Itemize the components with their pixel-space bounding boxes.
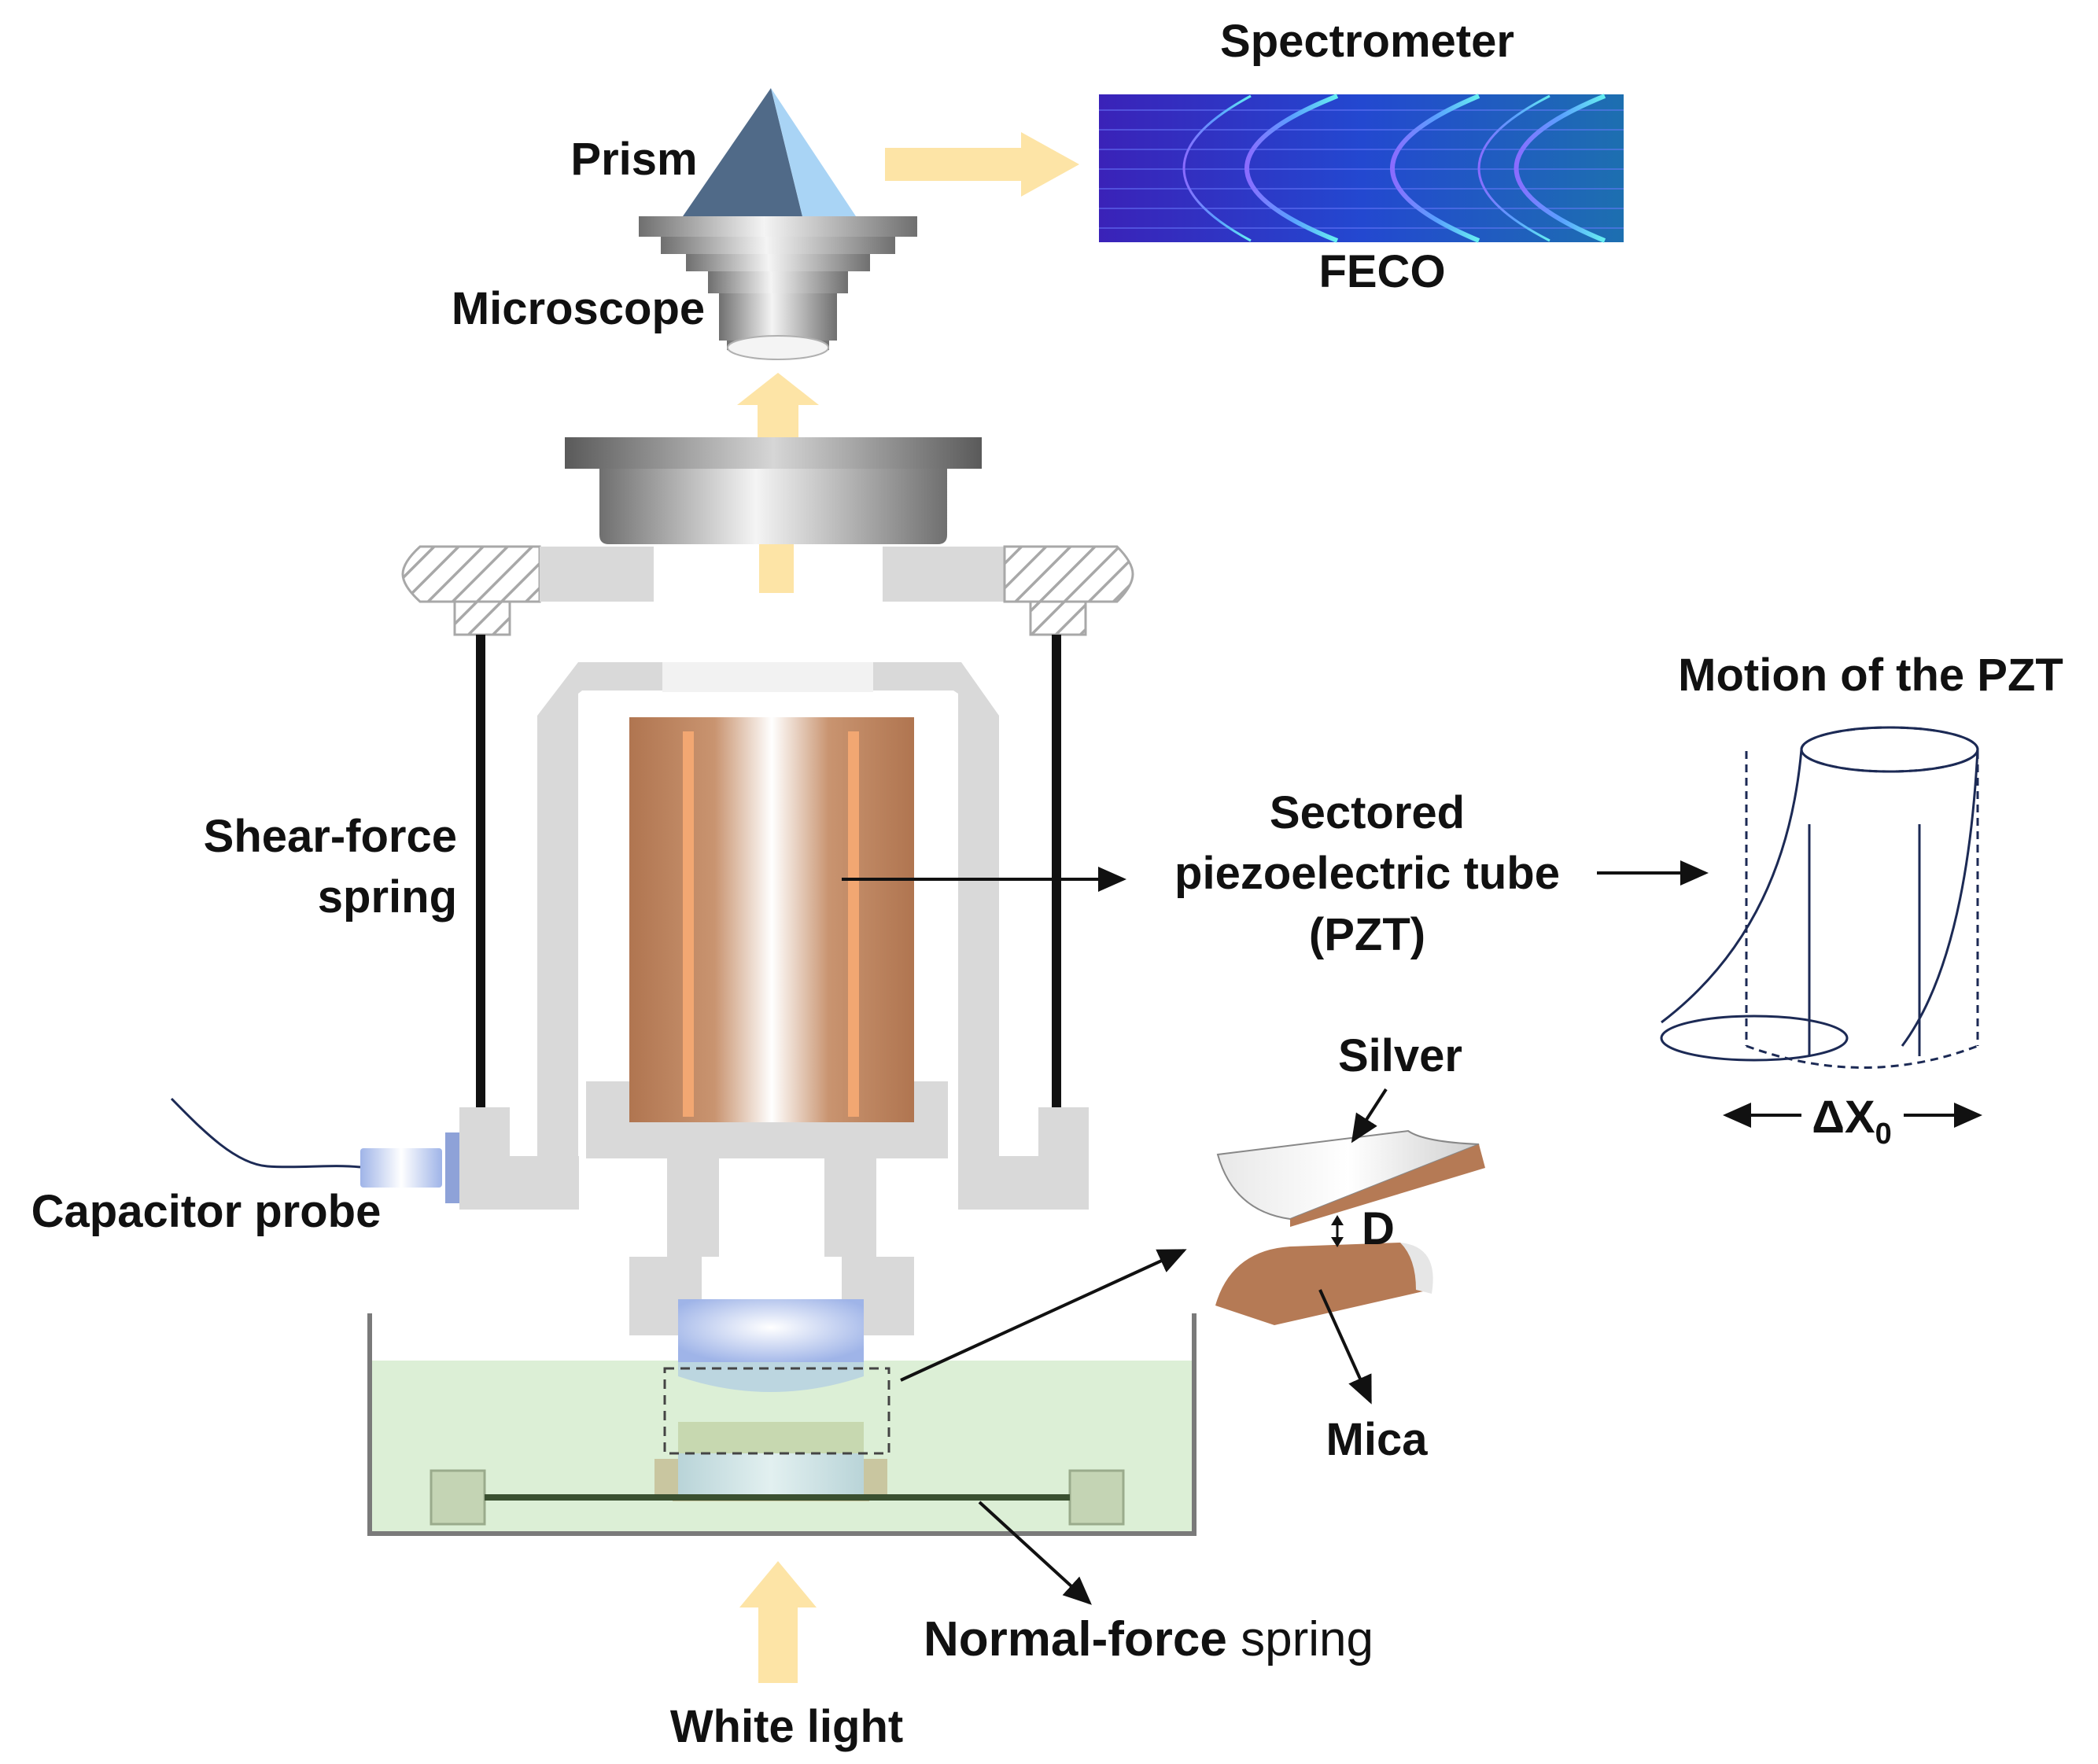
light-arrow-up-upper [737, 373, 819, 437]
microscope [639, 216, 917, 360]
shear-force-spring-right [1052, 635, 1061, 1110]
label-capacitor-probe: Capacitor probe [31, 1186, 382, 1237]
spectrometer-image [1099, 94, 1624, 243]
upper-lens [678, 1299, 864, 1392]
prism [683, 88, 856, 216]
label-gap-d: D [1362, 1203, 1395, 1254]
label-microscope: Microscope [452, 283, 705, 334]
normal-force-spring [430, 1469, 1125, 1526]
label-motion-of-pzt: Motion of the PZT [1678, 650, 2063, 701]
silver-mica-inset [1215, 1129, 1485, 1325]
light-arrow-shaft [759, 544, 794, 593]
label-mica: Mica [1326, 1414, 1429, 1465]
label-normal-force-spring: Normal-force spring [924, 1612, 1373, 1666]
label-delta-x0: ΔX0 [1812, 1092, 1892, 1151]
normal-spring-leader-arrow [978, 1501, 1092, 1605]
label-silver: Silver [1338, 1030, 1462, 1081]
capacitor-probe [170, 1097, 459, 1203]
zoom-to-inset-arrow [900, 1249, 1187, 1382]
label-shear-force-line1: Shear-force [204, 811, 457, 862]
label-sectored: Sectored [1270, 787, 1465, 838]
shear-force-spring-left [476, 635, 485, 1110]
silver-leader-arrow [1351, 1088, 1388, 1143]
label-white-light: White light [670, 1701, 903, 1752]
label-feco: FECO [1318, 246, 1445, 297]
label-piezoelectric-tube: piezoelectric tube [1174, 848, 1560, 899]
label-shear-force-line2: spring [318, 871, 457, 923]
piezoelectric-tube [629, 717, 914, 1122]
label-pzt: (PZT) [1309, 909, 1425, 960]
label-prism: Prism [570, 134, 697, 185]
lower-lens [654, 1422, 887, 1501]
mica-leader-arrow [1318, 1289, 1372, 1405]
label-normal-force-spring-suffix: spring [1227, 1612, 1373, 1666]
label-delta-x0-subscript: 0 [1875, 1118, 1892, 1151]
contact-zoom-box [663, 1367, 890, 1455]
upper-mount [401, 545, 1134, 636]
light-arrow-to-spectrometer [885, 132, 1079, 197]
white-light-arrow [739, 1561, 817, 1683]
label-spectrometer: Spectrometer [1220, 16, 1514, 67]
pzt-motion-sketch [1660, 726, 1979, 1069]
top-window-disk [565, 437, 982, 544]
